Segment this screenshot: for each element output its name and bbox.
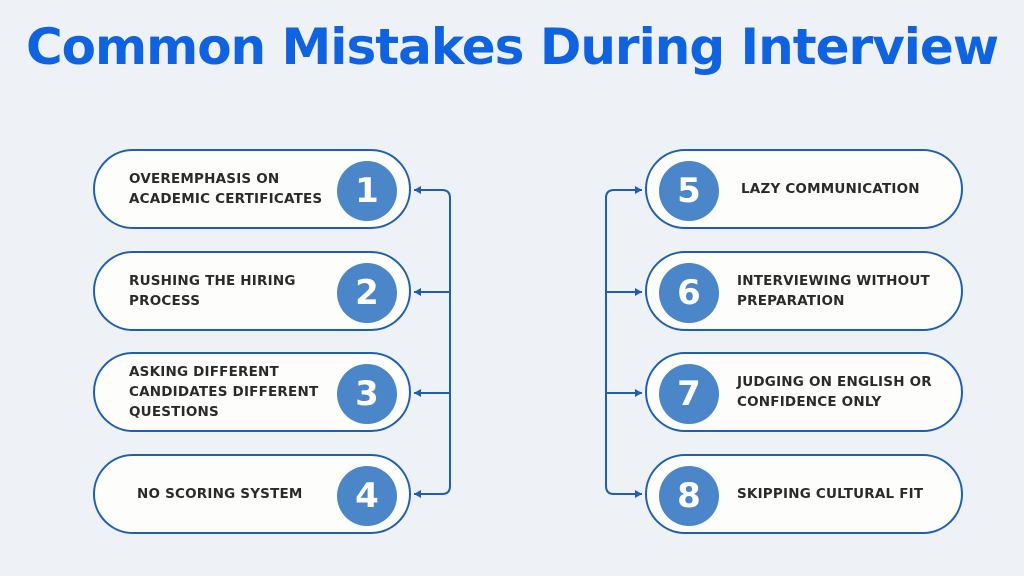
mistake-label: JUDGING ON ENGLISH OR CONFIDENCE ONLY [737,374,932,410]
number-badge: 7 [659,364,719,424]
number-badge: 2 [337,263,397,323]
mistake-label: NO SCORING SYSTEM [137,486,303,502]
mistake-item-6: 6 INTERVIEWING WITHOUT PREPARATION [645,251,963,331]
mistake-label: SKIPPING CULTURAL FIT [737,486,924,502]
mistake-label: RUSHING THE HIRING PROCESS [129,273,296,309]
number-badge: 4 [337,466,397,526]
number-badge: 1 [337,161,397,221]
mistake-item-4: NO SCORING SYSTEM 4 [93,454,411,534]
mistake-label: OVEREMPHASIS ON ACADEMIC CERTIFICATES [129,171,323,207]
mistake-item-1: OVEREMPHASIS ON ACADEMIC CERTIFICATES 1 [93,149,411,229]
mistake-item-5: 5 LAZY COMMUNICATION [645,149,963,229]
mistake-item-8: 8 SKIPPING CULTURAL FIT [645,454,963,534]
number-badge: 3 [337,364,397,424]
mistake-item-7: 7 JUDGING ON ENGLISH OR CONFIDENCE ONLY [645,352,963,432]
mistake-label: LAZY COMMUNICATION [741,181,920,197]
mistake-label: ASKING DIFFERENT CANDIDATES DIFFERENT QU… [129,364,319,420]
number-badge: 5 [659,161,719,221]
number-badge: 6 [659,263,719,323]
mistake-label: INTERVIEWING WITHOUT PREPARATION [737,273,930,309]
page-title: Common Mistakes During Interview [25,18,999,76]
mistake-item-3: ASKING DIFFERENT CANDIDATES DIFFERENT QU… [93,352,411,432]
number-badge: 8 [659,466,719,526]
mistake-item-2: RUSHING THE HIRING PROCESS 2 [93,251,411,331]
